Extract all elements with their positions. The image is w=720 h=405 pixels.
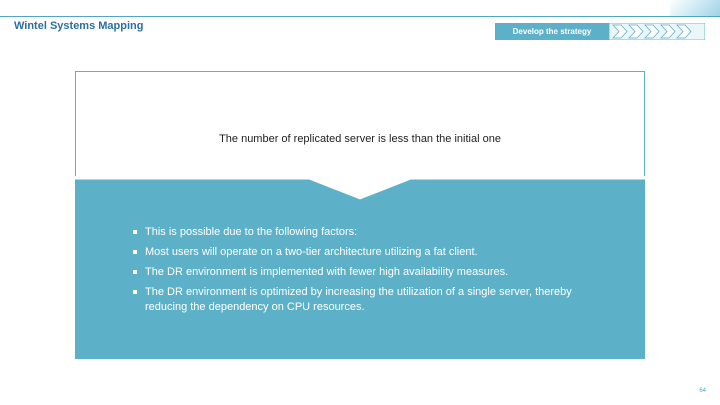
headline-text: The number of replicated server is less …: [219, 133, 501, 145]
step-label: Develop the strategy: [495, 23, 609, 40]
header-rule: [0, 16, 720, 17]
bullet-icon: [133, 250, 137, 254]
bullet-item: The DR environment is optimized by incre…: [133, 285, 613, 315]
down-pointer-shape: [75, 176, 645, 202]
step-progress-bar: Develop the strategy: [495, 23, 705, 40]
page-title: Wintel Systems Mapping: [14, 20, 144, 32]
chevron-icon: [660, 24, 676, 39]
content-box: The number of replicated server is less …: [75, 71, 645, 359]
details-panel: [75, 180, 645, 359]
bullet-icon: [133, 290, 137, 294]
corner-accent: [670, 0, 720, 16]
chevron-icon: [612, 24, 628, 39]
step-chevrons: [609, 23, 705, 40]
chevron-icon: [628, 24, 644, 39]
page-number: 64: [699, 388, 706, 394]
chevron-icon: [676, 24, 692, 39]
bullet-item: This is possible due to the following fa…: [133, 225, 613, 240]
bullet-item: The DR environment is implemented with f…: [133, 265, 613, 280]
chevron-icon: [644, 24, 660, 39]
bullet-icon: [133, 270, 137, 274]
bullet-list: This is possible due to the following fa…: [133, 225, 613, 320]
bullet-icon: [133, 230, 137, 234]
bullet-item: Most users will operate on a two-tier ar…: [133, 245, 613, 260]
headline-panel: [75, 71, 645, 181]
